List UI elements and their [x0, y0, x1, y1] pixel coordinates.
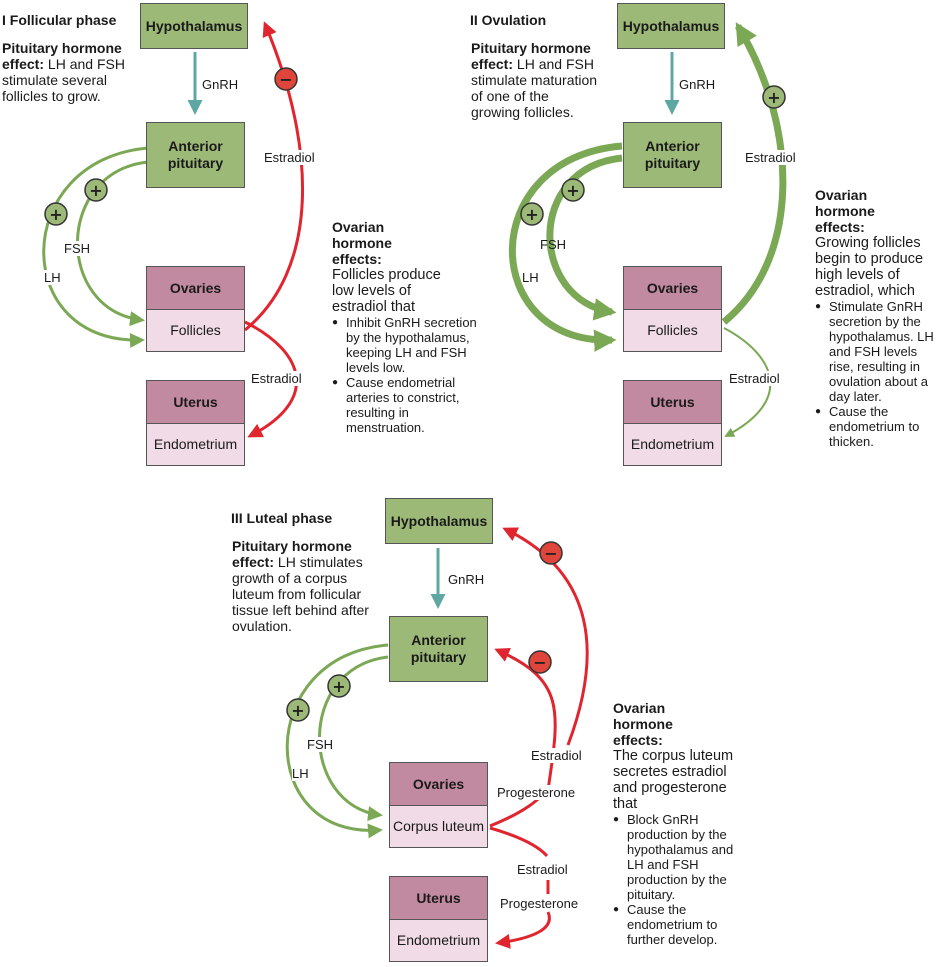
p3-plus-icon-fsh: + — [327, 674, 351, 698]
p1-follicles-box: Follicles — [146, 309, 245, 352]
p2-ovarian-intro: Growing follicles begin to produce high … — [815, 235, 924, 299]
p1-ovaries-box: Ovaries — [146, 266, 245, 310]
p1-anterior-pituitary-box: Anterior pituitary — [146, 122, 245, 188]
p2-pituitary-effect: Pituitary hormone effect: LH and FSH sti… — [471, 40, 601, 120]
list-item: Stimulate GnRH secretion by the hypothal… — [815, 299, 944, 404]
p1-uterus-box: Uterus — [146, 380, 245, 424]
p3-uterus-box: Uterus — [389, 876, 488, 920]
p1-plus-icon-lh: + — [44, 202, 68, 226]
p2-uterus-box: Uterus — [623, 380, 722, 424]
svg-text:−: − — [544, 544, 557, 563]
p3-ovarian-effects: Ovarian hormone effects: The corpus lute… — [613, 700, 753, 947]
svg-text:+: + — [767, 88, 780, 107]
p2-fsh-arrow — [546, 154, 623, 321]
svg-text:+: + — [89, 181, 102, 200]
svg-text:+: + — [49, 205, 62, 224]
p1-lh-arrow — [42, 146, 149, 348]
p1-title: I Follicular phase — [2, 12, 117, 28]
p3-outer-up-arrow — [502, 527, 589, 746]
p3-plus-icon-lh: + — [286, 698, 310, 722]
p1-minus-icon: − — [274, 67, 298, 91]
svg-text:+: + — [332, 677, 345, 696]
p1-estradiol-down-label: Estradiol — [251, 371, 302, 386]
p3-minus-icon-inner: − — [528, 650, 552, 674]
p3-corpus-luteum-box: Corpus luteum — [389, 805, 488, 848]
p3-fsh-arrow — [318, 655, 389, 821]
p2-endometrium-box: Endometrium — [623, 423, 722, 466]
p1-estradiol-up-arrow — [244, 21, 305, 332]
p2-fsh-label: FSH — [540, 237, 566, 252]
p1-estradiol-up-label: Estradiol — [264, 150, 315, 165]
p3-gnrh-label: GnRH — [448, 572, 485, 587]
svg-text:+: + — [525, 205, 538, 224]
p2-lh-label: LH — [522, 270, 539, 285]
p3-estradiol-down-label: Estradiol — [517, 862, 568, 877]
p1-hypothalamus-box: Hypothalamus — [140, 3, 248, 49]
p2-estradiol-up-arrow — [721, 22, 787, 325]
p3-fsh-label: FSH — [307, 737, 333, 752]
p3-estradiol-up-label: Estradiol — [531, 748, 582, 763]
p2-estradiol-down-label: Estradiol — [729, 371, 780, 386]
p2-ovaries-box: Ovaries — [623, 266, 722, 310]
p1-pit-text: LH and FSH stimulate several follicles t… — [2, 56, 125, 104]
p3-bullet-list: Block GnRH production by the hypothalamu… — [613, 812, 753, 947]
svg-text:+: + — [566, 181, 579, 200]
p2-gnrh-label: GnRH — [679, 77, 716, 92]
p2-plus-icon-lh: + — [520, 202, 544, 226]
p1-ovarian-intro: Follicles produce low levels of estradio… — [332, 267, 441, 315]
svg-text:−: − — [279, 70, 292, 89]
p3-ovarian-title: Ovarian hormone effects: — [613, 700, 673, 748]
list-item: Cause endometrial arteries to constrict,… — [332, 375, 481, 435]
list-item: Cause the endometrium to further develop… — [613, 902, 742, 947]
p2-bullet-list: Stimulate GnRH secretion by the hypothal… — [815, 299, 945, 449]
p1-pituitary-effect: Pituitary hormone effect: LH and FSH sti… — [2, 40, 132, 104]
p2-pit-text: LH and FSH stimulate maturation of one o… — [471, 56, 598, 120]
p3-progesterone-down-label: Progesterone — [500, 896, 579, 911]
p1-ovarian-title: Ovarian hormone effects: — [332, 219, 392, 267]
p1-gnrh-label: GnRH — [202, 77, 239, 92]
p2-hypothalamus-box: Hypothalamus — [617, 3, 725, 49]
p1-bullet-list: Inhibit GnRH secretion by the hypothalam… — [332, 315, 482, 435]
p3-pit-text: LH stimulates growth of a corpus luteum … — [232, 554, 369, 634]
p3-title: III Luteal phase — [231, 510, 333, 526]
svg-text:+: + — [291, 701, 304, 720]
p1-lh-label: LH — [44, 270, 61, 285]
p2-title: II Ovulation — [470, 12, 547, 28]
p3-down-arrow — [495, 911, 551, 949]
svg-text:−: − — [533, 653, 546, 672]
p3-minus-icon-outer: − — [539, 541, 563, 565]
p2-anterior-pituitary-box: Anterior pituitary — [623, 122, 722, 188]
p1-ovarian-effects: Ovarian hormone effects: Follicles produ… — [332, 219, 482, 435]
list-item: Inhibit GnRH secretion by the hypothalam… — [332, 315, 481, 375]
p1-endometrium-box: Endometrium — [146, 423, 245, 466]
p3-hypothalamus-box: Hypothalamus — [385, 498, 493, 544]
p1-pit-label: Pituitary hormone effect: — [2, 40, 122, 72]
list-item: Cause the endometrium to thicken. — [815, 404, 924, 449]
p1-fsh-label: FSH — [64, 241, 90, 256]
p2-pit-label: Pituitary hormone effect: — [471, 40, 591, 72]
p2-ovarian-effects: Ovarian hormone effects: Growing follicl… — [815, 187, 945, 449]
p1-plus-icon-fsh: + — [84, 178, 108, 202]
p3-anterior-pituitary-box: Anterior pituitary — [389, 616, 488, 682]
p2-follicles-box: Follicles — [623, 309, 722, 352]
p3-pituitary-effect: Pituitary hormone effect: LH stimulates … — [232, 538, 374, 634]
p2-estradiol-up-label: Estradiol — [745, 150, 796, 165]
p2-plus-icon-fsh: + — [561, 178, 585, 202]
p2-plus-icon-estradiol: + — [762, 85, 786, 109]
p3-lh-arrow — [285, 643, 389, 839]
p3-lh-label: LH — [292, 766, 309, 781]
p3-progesterone-up-label: Progesterone — [497, 785, 576, 800]
p3-inner-up-arrow — [494, 647, 557, 791]
p3-ovarian-intro: The corpus luteum secretes estradiol and… — [613, 748, 734, 812]
p3-endometrium-box: Endometrium — [389, 919, 488, 962]
p2-ovarian-title: Ovarian hormone effects: — [815, 187, 875, 235]
p3-ovaries-box: Ovaries — [389, 762, 488, 806]
p3-corpus-down-connector — [489, 826, 549, 858]
p3-pit-label: Pituitary hormone effect: — [232, 538, 352, 570]
list-item: Block GnRH production by the hypothalamu… — [613, 812, 739, 902]
p2-lh-arrow — [508, 142, 623, 352]
